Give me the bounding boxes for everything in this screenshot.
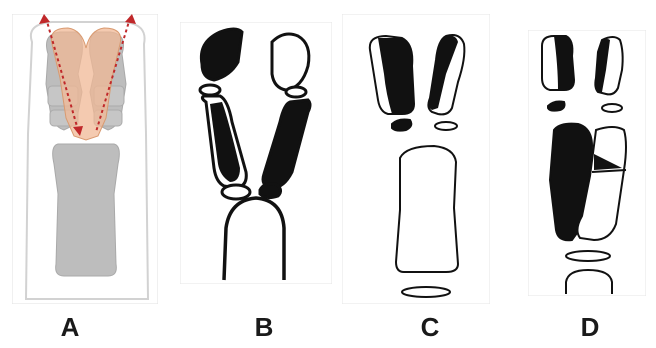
d-right-small-seg (602, 104, 622, 112)
panel-b (180, 22, 332, 284)
c-bottom-segment (402, 287, 450, 297)
c-lower-shaft (396, 146, 458, 272)
panel-a-illustration (12, 14, 158, 304)
panel-label-c: C (410, 312, 450, 343)
b-right-base-oval (260, 184, 281, 198)
panel-c (342, 14, 490, 304)
c-right-small-seg (435, 122, 457, 130)
c-left-small-seg (392, 120, 411, 131)
lower-shaft (53, 144, 120, 276)
d-left-small-seg (548, 102, 565, 111)
panel-d (528, 30, 646, 296)
b-left-base-oval (222, 185, 250, 199)
d-lower-segment-2 (566, 270, 612, 294)
panel-label-b: B (244, 312, 284, 343)
b-left-small-seg (200, 85, 220, 95)
panel-d-illustration (528, 30, 646, 296)
panel-label-a: A (50, 312, 90, 343)
panel-label-d: D (570, 312, 610, 343)
b-right-small-seg (286, 87, 306, 97)
panel-b-illustration (180, 22, 332, 284)
panel-a (12, 14, 158, 304)
d-lower-segment-1 (566, 251, 610, 261)
panel-c-illustration (342, 14, 490, 304)
